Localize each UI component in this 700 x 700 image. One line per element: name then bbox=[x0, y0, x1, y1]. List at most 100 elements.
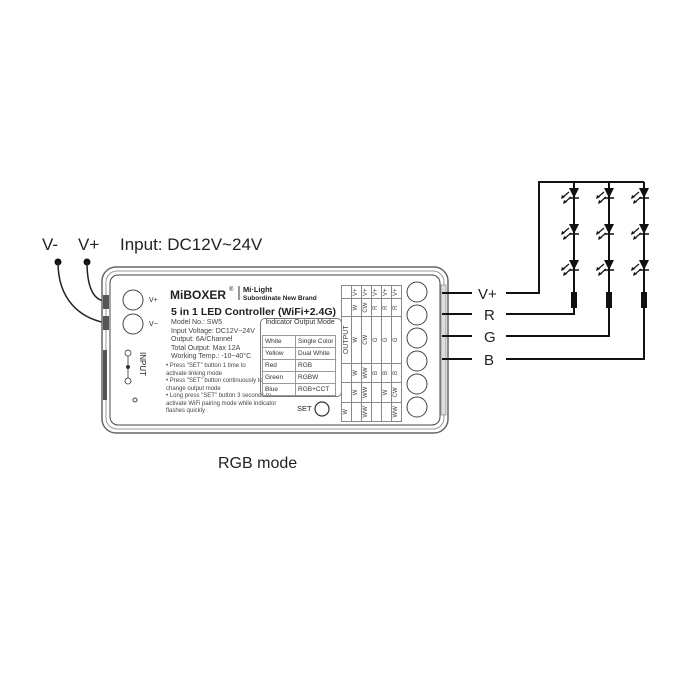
led-diode-icon bbox=[631, 224, 649, 240]
output-pin-label: W bbox=[351, 298, 362, 317]
terminal-vplus-label: V+ bbox=[149, 297, 158, 304]
spec-input-voltage: Input Voltage: DC12V~24V bbox=[171, 327, 255, 335]
indicator-mode: RGBW bbox=[294, 371, 337, 384]
input-vplus-terminal bbox=[122, 289, 144, 311]
output-pin-label bbox=[371, 402, 382, 422]
input-vminus-terminal bbox=[122, 313, 144, 335]
output-pin-label: CW bbox=[391, 382, 402, 403]
output-pin-label: G bbox=[381, 316, 392, 364]
wire-label-g: G bbox=[484, 329, 496, 346]
input-voltage-label: Input: DC12V~24V bbox=[120, 235, 263, 254]
output-pin-label: W bbox=[341, 402, 352, 422]
output-pin-label: V+ bbox=[381, 285, 392, 299]
led-diode-icon bbox=[561, 224, 579, 240]
output-pin-label: B bbox=[371, 363, 382, 383]
output-pin-label: V+ bbox=[371, 285, 382, 299]
wire-label-b: B bbox=[484, 352, 494, 369]
output-pin-label: V+ bbox=[361, 285, 372, 299]
indicator-box bbox=[260, 318, 342, 397]
output-pin-label bbox=[371, 382, 382, 403]
indicator-color: Red bbox=[262, 359, 296, 372]
resistor-icon bbox=[606, 292, 612, 308]
led-diode-icon bbox=[561, 260, 579, 276]
instruction-mode: • Press "SET" button continuously to cha… bbox=[166, 378, 263, 392]
led-diode-icon bbox=[631, 188, 649, 204]
instruction-link: • Press "SET" button 1 time to activate … bbox=[166, 363, 246, 377]
instruction-list: • Press "SET" button 1 time to activate … bbox=[166, 363, 290, 416]
output-pin-label: R bbox=[371, 298, 382, 317]
output-pin-label bbox=[381, 402, 392, 422]
indicator-title: Indicator Output Mode bbox=[265, 319, 335, 326]
indicator-color: Blue bbox=[262, 383, 296, 396]
sub-brand-name: Mi·Light bbox=[243, 285, 273, 294]
brand-logo: MiBOXER bbox=[170, 288, 226, 302]
output-wires bbox=[442, 181, 645, 360]
indicator-color: Yellow bbox=[262, 347, 296, 360]
output-pin-label: W bbox=[351, 363, 362, 383]
spec-list: Model No.: SW5 Input Voltage: DC12V~24V … bbox=[171, 319, 257, 362]
wire-label-vplus: V+ bbox=[478, 286, 497, 303]
led-diode-icon bbox=[596, 188, 614, 204]
output-pin-label: WW bbox=[361, 382, 372, 403]
output-pin-label: R bbox=[381, 298, 392, 317]
output-pin-label: V+ bbox=[351, 285, 362, 299]
input-label: INPUT bbox=[138, 352, 147, 376]
output-pin-label: WW bbox=[361, 402, 372, 422]
wire-label-r: R bbox=[484, 307, 495, 324]
output-pin-label bbox=[351, 402, 362, 422]
indicator-led bbox=[132, 397, 138, 403]
indicator-mode: RGB+CCT bbox=[294, 383, 337, 396]
dc-polarity-icon bbox=[124, 349, 132, 385]
output-pin-label: CW bbox=[361, 298, 372, 317]
product-title: 5 in 1 LED Controller (WiFi+2.4G) bbox=[171, 307, 336, 318]
output-pin-label bbox=[341, 298, 352, 317]
instruction-wifi: • Long press "SET" button 3 seconds to a… bbox=[166, 393, 277, 414]
output-pin-label: R bbox=[391, 298, 402, 317]
output-pin-label bbox=[341, 363, 352, 383]
diagram-caption: RGB mode bbox=[218, 455, 297, 472]
input-vplus-label: V+ bbox=[78, 235, 99, 254]
vminus-wire bbox=[57, 261, 107, 324]
indicator-mode: RGB bbox=[294, 359, 337, 372]
output-pin-label: WW bbox=[391, 402, 402, 422]
indicator-color: Green bbox=[262, 371, 296, 384]
output-pin-label: G bbox=[371, 316, 382, 364]
spec-total-output: Total Output: Max 12A bbox=[171, 344, 241, 352]
output-pin-label: G bbox=[391, 316, 402, 364]
resistor-icon bbox=[571, 292, 577, 308]
indicator-color: White bbox=[262, 335, 296, 348]
spec-model: Model No.: SW5 bbox=[171, 319, 222, 326]
sub-brand-tagline: Subordinate New Brand bbox=[243, 295, 317, 302]
indicator-mode: Dual White bbox=[294, 347, 337, 360]
set-label: SET bbox=[297, 404, 312, 413]
output-pin-label: W bbox=[381, 382, 392, 403]
resistor-icon bbox=[641, 292, 647, 308]
output-pin-label: WW bbox=[361, 363, 372, 383]
output-label: OUTPUT bbox=[341, 316, 352, 364]
output-pin-label: B bbox=[391, 363, 402, 383]
led-diode-icon bbox=[596, 260, 614, 276]
output-pin-label: V+ bbox=[391, 285, 402, 299]
output-terminals bbox=[406, 281, 428, 418]
led-diode-icon bbox=[561, 188, 579, 204]
output-pin-label: CW bbox=[361, 316, 372, 364]
registered-mark: ® bbox=[229, 286, 234, 293]
indicator-mode: Single Color bbox=[294, 335, 337, 348]
led-strips bbox=[561, 182, 649, 308]
set-button[interactable] bbox=[314, 401, 330, 417]
output-pin-label bbox=[341, 285, 352, 299]
output-pin-label: W bbox=[351, 316, 362, 364]
output-pin-label: B bbox=[381, 363, 392, 383]
output-pin-label: W bbox=[351, 382, 362, 403]
